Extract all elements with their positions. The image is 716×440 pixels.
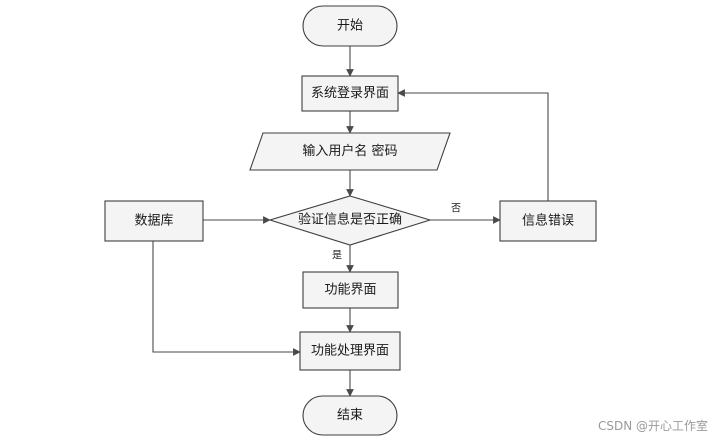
start-node [302,5,398,47]
database-node [104,200,204,242]
error-label: 信息错误 [522,213,574,229]
end-label: 结束 [337,408,363,423]
edge-error-to-login [397,89,549,201]
process-label: 功能处理界面 [311,344,389,359]
input-node [249,132,451,171]
edge-label-yes: 是 [332,250,342,262]
error-node [499,200,597,242]
login-node [301,75,399,112]
edge-label-no: 否 [451,203,461,215]
verify-node [268,195,432,246]
login-label: 系统登录界面 [311,86,389,101]
input-label: 输入用户名 密码 [302,143,397,159]
verify-label: 验证信息是否正确 [298,212,402,228]
watermark: CSDN @开心工作室 [597,419,708,433]
database-label: 数据库 [134,213,173,229]
process-node [299,331,401,371]
edge-database-to-process [152,241,301,356]
function-label: 功能界面 [324,283,376,298]
start-label: 开始 [337,19,363,34]
function-node [302,271,399,309]
end-node [302,395,398,436]
